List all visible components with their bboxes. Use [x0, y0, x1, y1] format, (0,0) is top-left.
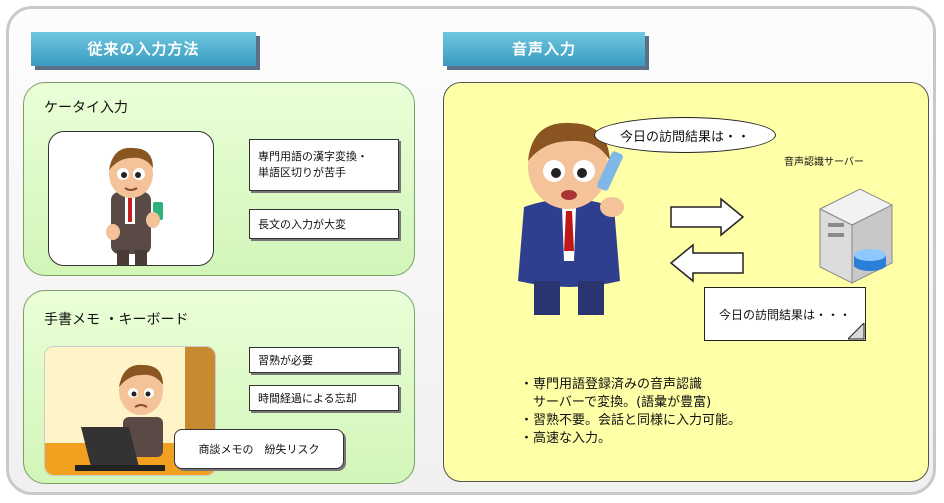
keitai-panel: ケータイ入力 専門用語の漢字変換・ 単語区切りが苦手 長文の入力が大変	[23, 82, 415, 276]
tab-traditional-input: 従来の入力方法	[31, 32, 256, 66]
note-fold-corner	[848, 323, 865, 340]
result-note: 今日の訪問結果は・・・	[704, 287, 866, 341]
keitai-title: ケータイ入力	[44, 100, 128, 116]
note-kanji-conversion: 専門用語の漢字変換・ 単語区切りが苦手	[249, 139, 399, 191]
result-note-text: 今日の訪問結果は・・・	[718, 307, 851, 322]
person-speaking-icon	[518, 122, 624, 315]
note-forgetting-text: 時間経過による忘却	[258, 392, 357, 405]
note-kanji-conversion-text: 専門用語の漢字変換・ 単語区切りが苦手	[258, 150, 368, 179]
server-label: 音声認識サーバー	[784, 157, 864, 168]
benefit-item: ・高速な入力。	[520, 431, 612, 446]
server-icon	[818, 188, 894, 284]
note-training-required-text: 習熟が必要	[258, 354, 313, 367]
arrow-left-icon	[669, 243, 744, 283]
tab-voice-input-label: 音声入力	[511, 40, 576, 58]
note-forgetting: 時間経過による忘却	[249, 385, 399, 411]
tab-traditional-input-label: 従来の入力方法	[87, 40, 200, 58]
handwritten-panel: 手書メモ ・キーボード 習熟が必要 時間経過による忘却 商談メモの 紛失リスク	[23, 290, 415, 484]
note-loss-risk: 商談メモの 紛失リスク	[174, 429, 344, 469]
benefit-item: サーバーで変換。(語彙が豊富)	[520, 395, 712, 410]
note-training-required: 習熟が必要	[249, 347, 399, 373]
tab-voice-input: 音声入力	[443, 32, 645, 66]
note-long-text-text: 長文の入力が大変	[258, 218, 346, 231]
speech-bubble-text: 今日の訪問結果は・・	[619, 129, 750, 145]
handwritten-title: 手書メモ ・キーボード	[44, 312, 189, 328]
speech-bubble: 今日の訪問結果は・・	[594, 117, 776, 153]
arrow-right-icon	[670, 197, 745, 237]
benefit-list: ・専門用語登録済みの音声認識 サーバーで変換。(語彙が豊富) ・習熟不要。会話と…	[520, 376, 741, 448]
phone-user-illustration	[48, 131, 214, 266]
benefit-item: ・専門用語登録済みの音声認識	[520, 377, 703, 392]
person-with-phone-icon	[106, 147, 163, 265]
benefit-item: ・習熟不要。会話と同様に入力可能。	[520, 413, 742, 428]
note-loss-risk-text: 商談メモの 紛失リスク	[198, 443, 320, 456]
voice-input-panel: 今日の訪問結果は・・ 音声認識サーバー 今日の訪問結果は・・・ ・専門用語登録済…	[443, 82, 929, 482]
note-long-text: 長文の入力が大変	[249, 209, 399, 239]
